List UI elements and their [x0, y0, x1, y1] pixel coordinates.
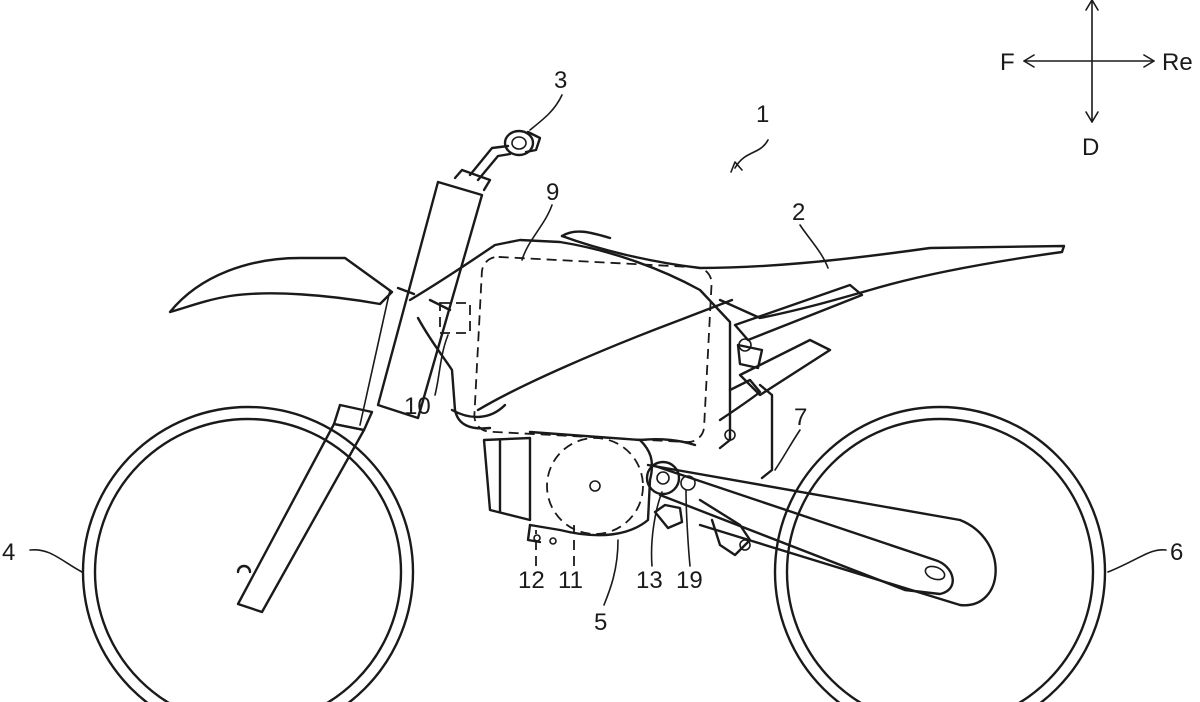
- swing-arm: [645, 460, 997, 607]
- control-unit-outline: [439, 302, 471, 334]
- down-direction-label: D: [1082, 134, 1099, 161]
- ref-label-11: 11: [558, 567, 583, 594]
- front-fork: [236, 168, 492, 614]
- ref-label-3: 3: [554, 67, 567, 94]
- ref-label-2: 2: [792, 199, 805, 226]
- ref-label-13: 13: [636, 567, 663, 594]
- ref-label-7: 7: [794, 404, 807, 431]
- rear-direction-label: Re: [1162, 49, 1193, 76]
- reference-numerals: 1 2 3 4 5 6 7 9 10 11 12 13 19: [2, 67, 1183, 636]
- front-direction-label: F: [1000, 49, 1015, 76]
- ref-label-19: 19: [676, 567, 703, 594]
- ref-label-1: 1: [756, 101, 769, 128]
- direction-indicator: F Re D: [1000, 0, 1193, 161]
- front-fender: [168, 256, 394, 314]
- handlebar: [468, 129, 542, 182]
- ref-label-6: 6: [1170, 539, 1183, 566]
- ref-label-5: 5: [594, 609, 607, 636]
- leader-lines: [29, 94, 1167, 606]
- ref-label-10: 10: [404, 393, 431, 420]
- ref-label-9: 9: [546, 179, 559, 206]
- ref-label-4: 4: [2, 539, 15, 566]
- power-unit: [482, 430, 697, 545]
- battery-outline: [473, 256, 713, 443]
- ref-label-12: 12: [518, 567, 545, 594]
- rear-wheel: [773, 405, 1107, 702]
- vehicle-body: [408, 230, 1066, 480]
- front-wheel: [81, 405, 415, 702]
